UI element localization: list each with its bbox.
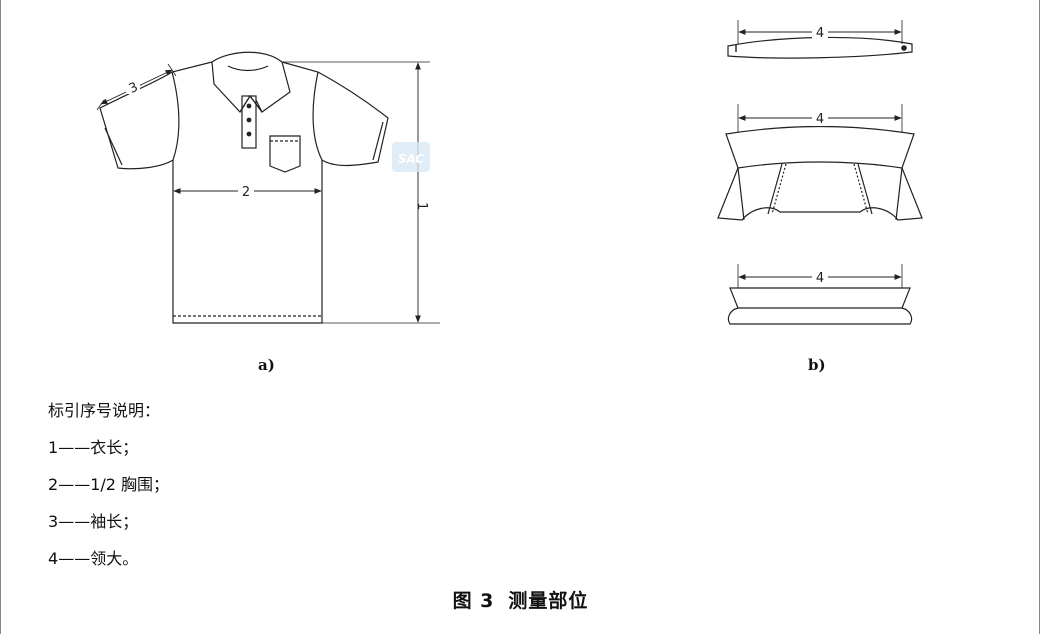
dim-collar-2-mark: 4 — [816, 112, 824, 127]
legend-item: 2——1/2 胸围； — [48, 466, 169, 503]
collar-band-3 — [727, 264, 913, 325]
figure-title: 测量部位 — [508, 590, 589, 612]
dim-sleeve-length — [96, 63, 177, 111]
legend-text: 1/2 胸围； — [90, 475, 170, 494]
watermark-text: SAC — [398, 152, 425, 166]
dim-body-length — [282, 61, 440, 324]
legend-dash: —— — [58, 438, 91, 457]
legend-key: 4 — [48, 549, 59, 568]
dim-half-chest — [173, 183, 322, 199]
collar-strip-1 — [727, 20, 913, 59]
legend-key: 1 — [48, 438, 59, 457]
polo-shirt-drawing — [99, 51, 389, 324]
page-left-rule — [0, 0, 1, 634]
page-right-rule — [1039, 0, 1040, 634]
right-sleeve — [281, 61, 389, 167]
legend-key: 3 — [48, 512, 59, 531]
legend-text: 衣长； — [90, 438, 139, 457]
sac-watermark — [392, 142, 430, 172]
legend: 标引序号说明： 1——衣长； 2——1/2 胸围； 3——袖长； 4——领大。 — [48, 392, 169, 577]
legend-title: 标引序号说明： — [48, 401, 161, 420]
dim-half-chest-mark: 2 — [242, 185, 250, 200]
legend-item: 4——领大。 — [48, 540, 169, 577]
legend-text: 袖长； — [90, 512, 139, 531]
legend-item: 3——袖长； — [48, 503, 169, 540]
shirt-body-outline — [172, 160, 323, 324]
figure-number: 图 3 — [452, 590, 495, 612]
legend-dash: —— — [58, 549, 91, 568]
figure-b-label: b) — [808, 356, 826, 374]
legend-item: 1——衣长； — [48, 429, 169, 466]
figure-caption: 图 3 测量部位 — [0, 586, 1041, 613]
collar-open-2 — [717, 104, 923, 221]
figure-a-label: a) — [258, 356, 275, 374]
legend-dash: —— — [58, 512, 91, 531]
chest-pocket — [269, 135, 301, 173]
dim-collar-1-mark: 4 — [816, 26, 824, 41]
dim-body-length-mark: 1 — [414, 202, 429, 210]
collar — [211, 51, 291, 113]
dim-collar-3-mark: 4 — [816, 271, 824, 286]
legend-dash: —— — [58, 475, 91, 494]
legend-text: 领大。 — [90, 549, 139, 568]
legend-key: 2 — [48, 475, 59, 494]
